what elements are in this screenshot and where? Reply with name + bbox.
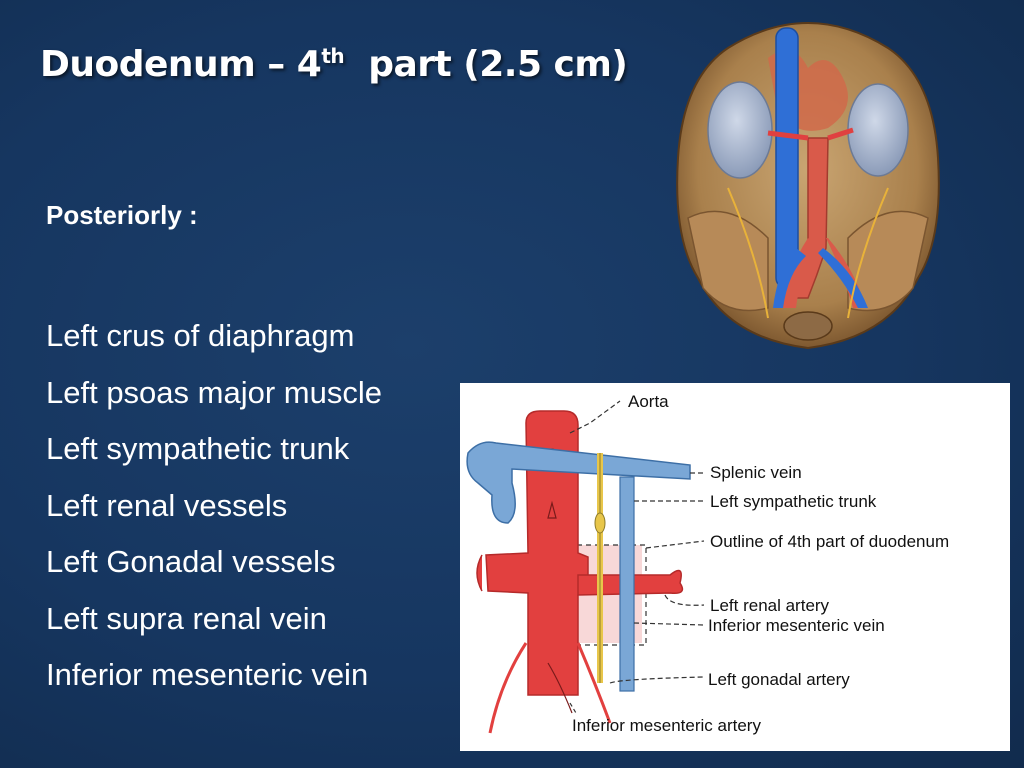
list-item: Inferior mesenteric vein — [46, 657, 369, 692]
label-duodenum-outline: Outline of 4th part of duodenum — [710, 532, 949, 551]
label-gonadal-artery: Left gonadal artery — [708, 670, 850, 689]
label-renal-artery: Left renal artery — [710, 596, 830, 615]
left-kidney — [847, 83, 909, 177]
list-item: Left sympathetic trunk — [46, 431, 350, 466]
title-superscript: th — [321, 44, 345, 68]
list-item: Left psoas major muscle — [46, 374, 382, 410]
list-item: Left crus of diaphragm — [46, 318, 355, 353]
label-splenic-vein: Splenic vein — [710, 463, 802, 482]
vena-cava — [775, 27, 799, 289]
duodenum-diagram: Aorta Splenic vein Left sympathetic trun… — [460, 383, 1010, 751]
subheading: Posteriorly : — [46, 200, 198, 230]
slide-title: Duodenum – 4th part (2.5 cm) — [40, 44, 628, 85]
title-main: Duodenum – 4 — [40, 44, 322, 85]
list-item: Left renal vessels — [46, 487, 288, 523]
label-sympathetic-trunk: Left sympathetic trunk — [710, 492, 877, 511]
aorta-diagram — [485, 410, 589, 696]
label-ima-artery: Inferior mesenteric artery — [572, 716, 761, 735]
anatomy-illustration — [676, 22, 940, 350]
relations-list: Left crus of diaphragm Left psoas major … — [46, 308, 382, 704]
list-item: Left supra renal vein — [46, 600, 327, 636]
inferior-mesenteric-vein — [619, 476, 635, 692]
title-rest: part (2.5 cm) — [368, 44, 628, 85]
list-item: Left Gonadal vessels — [46, 544, 336, 579]
label-ima-vein: Inferior mesenteric vein — [708, 616, 885, 635]
splenic-vein — [466, 441, 691, 524]
label-aorta: Aorta — [628, 392, 669, 411]
right-kidney — [707, 81, 773, 179]
